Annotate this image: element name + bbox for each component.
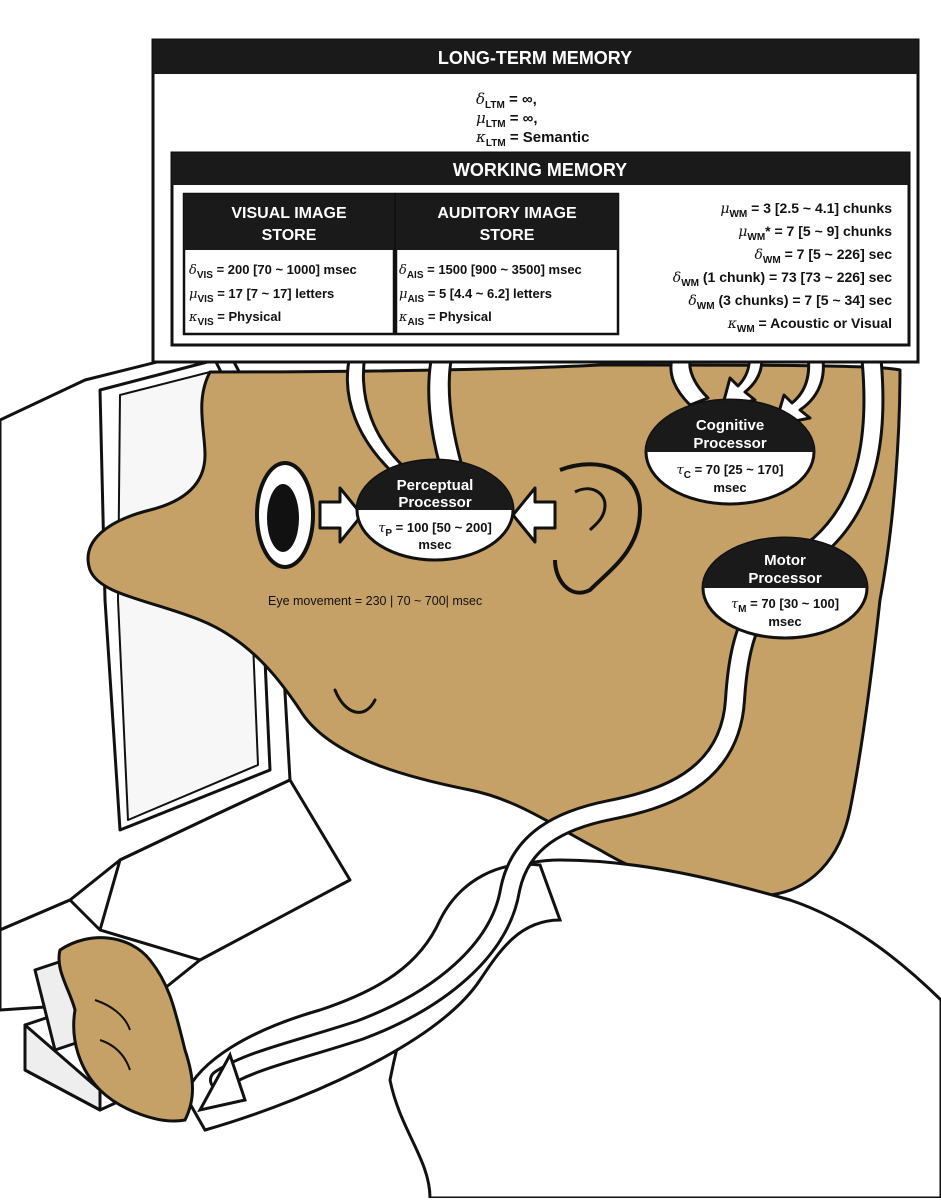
motor-processor-node: Motor Processor τM = 70 [30 ~ 100] msec <box>703 538 867 638</box>
eye-movement-label: Eye movement = 230 | 70 ~ 700| msec <box>268 594 482 608</box>
cognitive-title-line2: Processor <box>693 435 767 452</box>
visual-store-title-line2: STORE <box>262 227 317 244</box>
cognitive-unit: msec <box>713 480 746 495</box>
motor-unit: msec <box>768 614 801 629</box>
long-term-memory-title: LONG-TERM MEMORY <box>438 48 632 68</box>
cognitive-title-line1: Cognitive <box>696 417 764 434</box>
perceptual-unit: msec <box>418 537 451 552</box>
visual-store-title-line1: VISUAL IMAGE <box>231 205 347 222</box>
cognitive-processor-node: Cognitive Processor τC = 70 [25 ~ 170] m… <box>646 400 814 504</box>
motor-title-line2: Processor <box>748 570 822 587</box>
auditory-store-title-line1: AUDITORY IMAGE <box>437 205 577 222</box>
auditory-image-store-box: AUDITORY IMAGE STORE δAIS = 1500 [900 ~ … <box>396 194 618 334</box>
perceptual-processor-node: Perceptual Processor τP = 100 [50 ~ 200]… <box>357 460 513 560</box>
perceptual-title-line1: Perceptual <box>397 477 474 494</box>
ltm-param-mu: μLTM = ∞, <box>476 109 538 130</box>
visual-image-store-box: VISUAL IMAGE STORE δVIS = 200 [70 ~ 1000… <box>184 194 394 334</box>
eye-graphic <box>257 463 313 567</box>
motor-title-line1: Motor <box>764 552 806 569</box>
auditory-store-title-line2: STORE <box>480 227 535 244</box>
working-memory-title: WORKING MEMORY <box>453 160 627 180</box>
perceptual-title-line2: Processor <box>398 494 472 511</box>
